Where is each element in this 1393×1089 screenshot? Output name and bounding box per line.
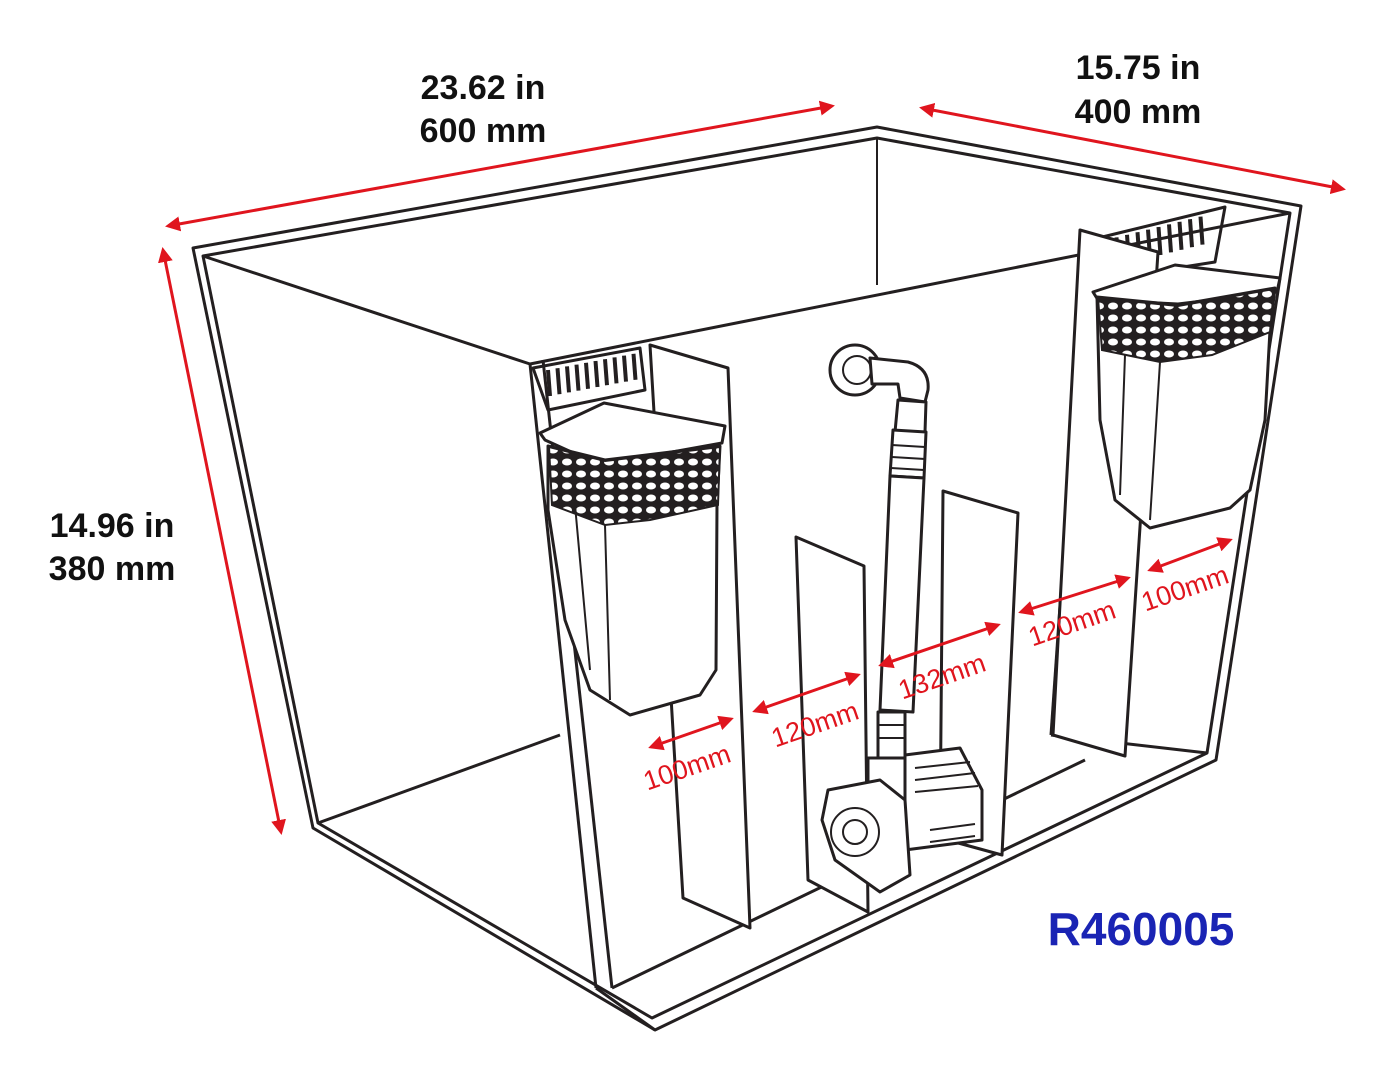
width-mm-label: 600 mm (420, 112, 547, 150)
overflow-slot (565, 366, 571, 393)
chamber-dimension-lines (648, 537, 1233, 751)
depth-inches-label: 15.75 in (1076, 49, 1201, 87)
overflow-slot (1198, 216, 1205, 245)
overflow-slot (622, 355, 628, 382)
overflow-slot (1177, 221, 1184, 250)
model-code: R460005 (1048, 903, 1235, 955)
overflow-slot (631, 353, 638, 380)
overflow-slot (1156, 226, 1163, 256)
overflow-slot (546, 369, 552, 397)
height-dimension-line (158, 247, 286, 835)
overflow-slot (593, 360, 600, 388)
depth-dimension-line (919, 102, 1346, 195)
depth-mm-label: 400 mm (1075, 93, 1202, 131)
overflow-slot (612, 357, 619, 384)
left-filter-sock (538, 401, 727, 717)
overflow-slot (1188, 219, 1194, 248)
height-inches-label: 14.96 in (50, 507, 175, 545)
overflow-slot (584, 362, 590, 389)
width-dimension-line (165, 100, 835, 232)
right-filter-sock (1091, 263, 1282, 530)
overflow-slot (555, 368, 562, 395)
overflow-slot (1167, 224, 1173, 253)
width-inches-label: 23.62 in (421, 69, 546, 107)
overflow-slot (603, 359, 609, 386)
overflow-slot (574, 364, 581, 391)
left-overflow-comb (531, 346, 647, 412)
height-mm-label: 380 mm (49, 550, 176, 588)
